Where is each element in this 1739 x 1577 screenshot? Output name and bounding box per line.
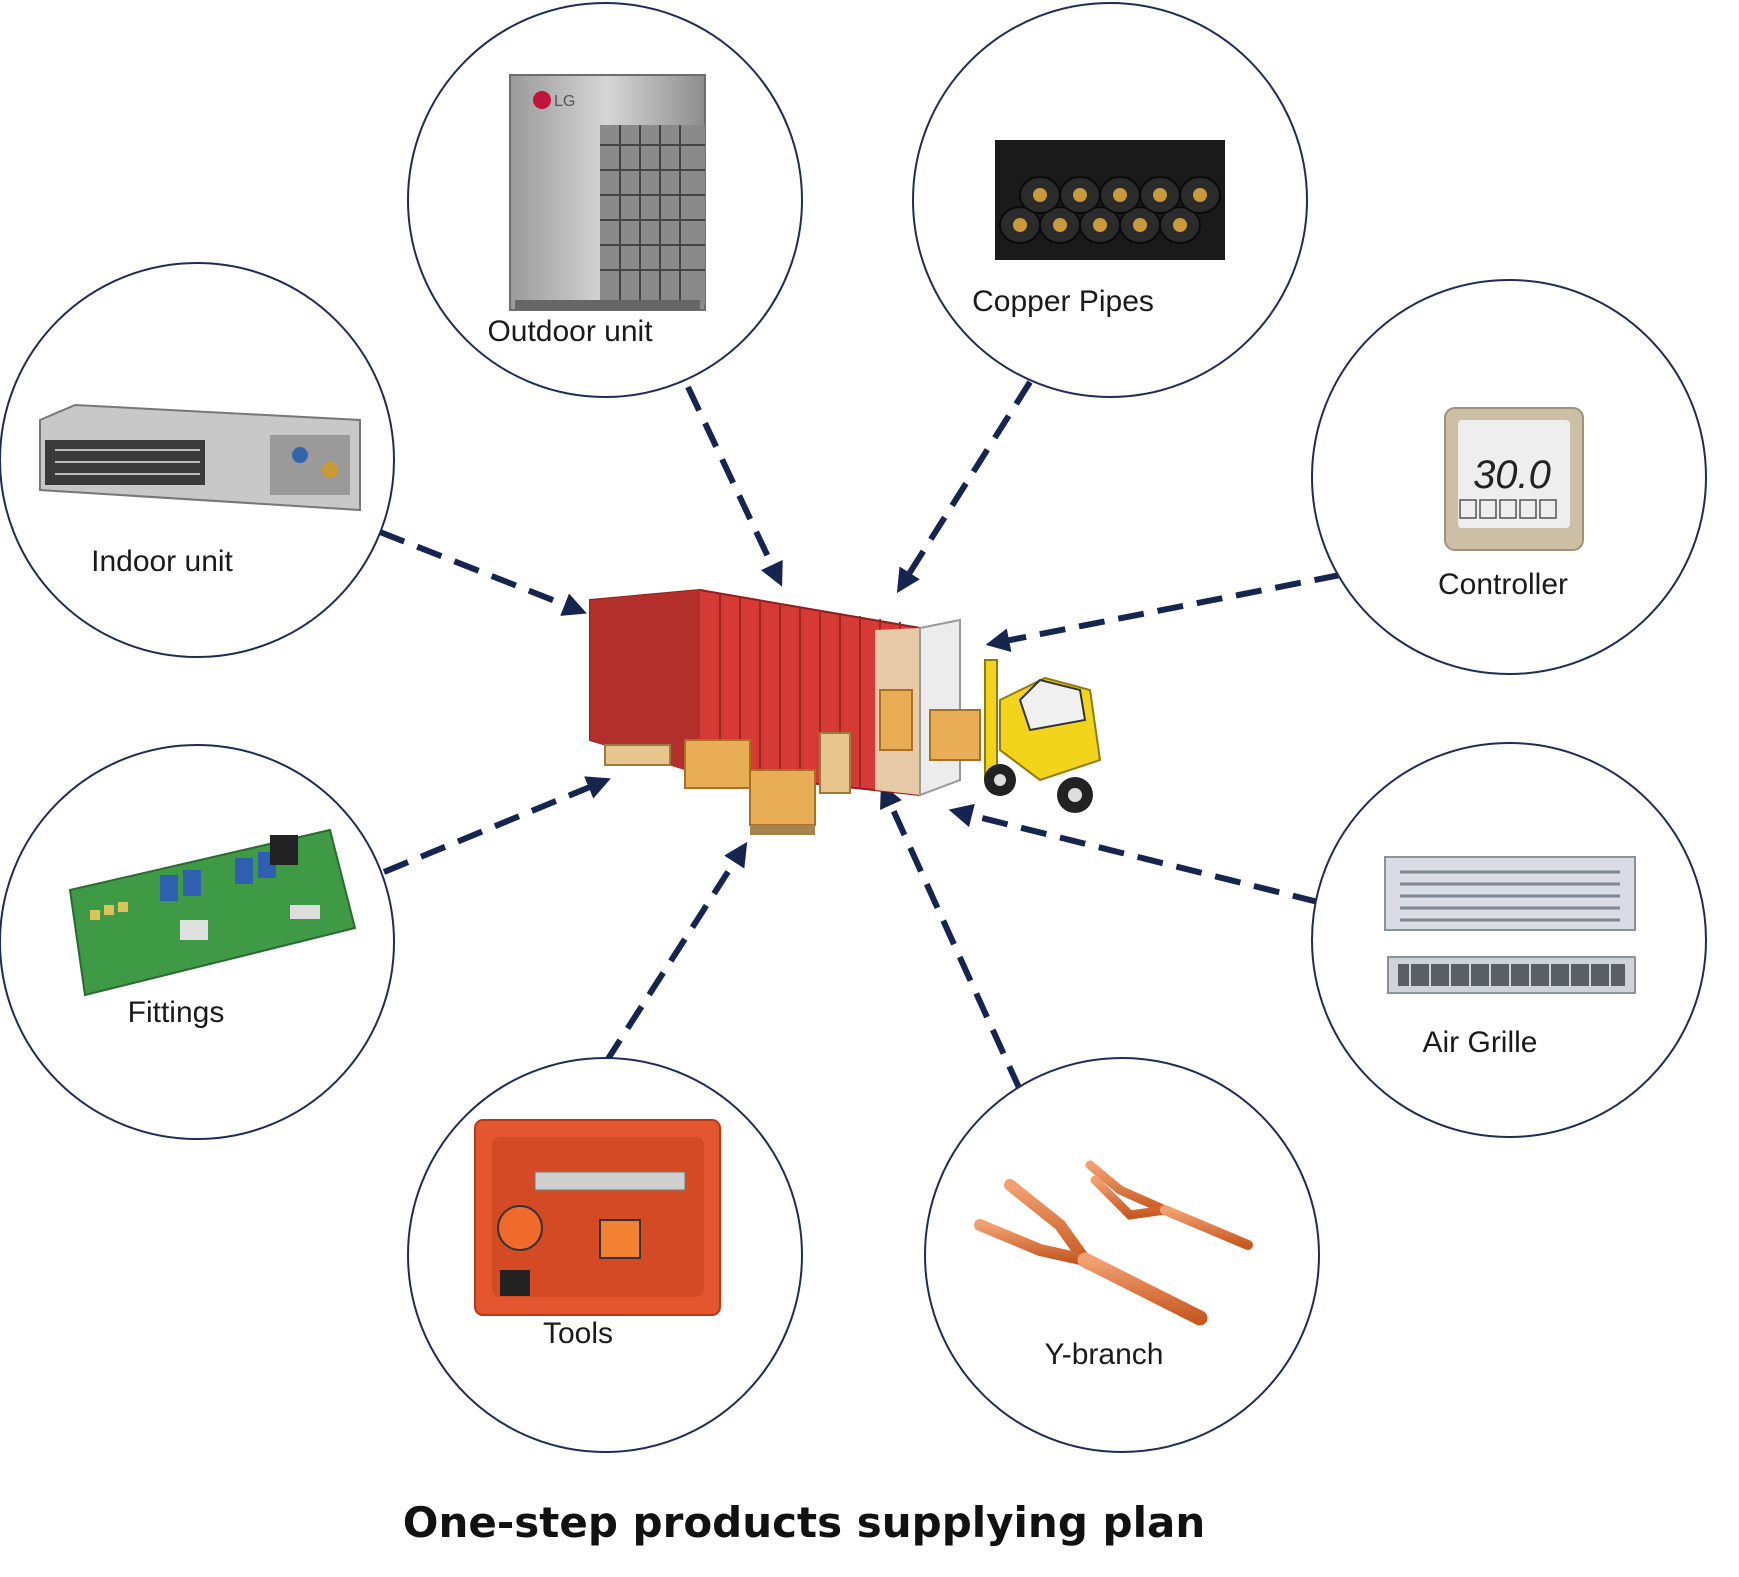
controller-icon: 30.0 [1444,407,1584,551]
label-outdoor: Outdoor unit [487,315,653,348]
arrow-fittings [382,776,611,875]
node-grille: Air Grille [1311,742,1707,1138]
label-grille: Air Grille [1422,1026,1537,1059]
node-outdoor: LG Outdoor unit [407,2,803,398]
circuit-board-icon [68,828,357,997]
arrow-tools [603,841,748,1064]
arrow-outdoor [685,385,783,587]
page-title: One-step products supplying plan [403,1498,1205,1547]
cargo-boxes [604,689,981,835]
label-indoor: Indoor unit [91,545,233,578]
flow-arrows [378,380,1341,1092]
label-ybranch: Y-branch [1045,1338,1164,1371]
forklift-icon [984,659,1102,813]
arrow-indoor [378,529,587,616]
node-tools: Tools [407,1057,803,1453]
indoor-unit-icon [39,403,361,512]
outdoor-unit-icon: LG [509,74,706,311]
y-branch-icon [974,1160,1253,1326]
copper-pipes-icon [995,140,1225,260]
controller-display: 30.0 [1473,453,1551,497]
arrow-copper [896,380,1033,594]
arrow-controller [985,572,1341,652]
arrow-grille [948,803,1319,905]
air-grille-icon [1384,856,1636,994]
brand-logo: LG [554,93,575,110]
node-indoor: Indoor unit [0,262,395,658]
label-tools: Tools [543,1317,613,1350]
label-fittings: Fittings [128,996,225,1029]
node-controller: 30.0 Controller [1311,279,1707,675]
node-copper: Copper Pipes [912,2,1308,398]
label-copper: Copper Pipes [972,285,1154,318]
node-ybranch: Y-branch [924,1057,1320,1453]
node-fittings: Fittings [0,744,395,1140]
label-controller: Controller [1438,568,1568,601]
tool-kit-icon [474,1119,721,1316]
arrow-ybranch [880,783,1023,1092]
